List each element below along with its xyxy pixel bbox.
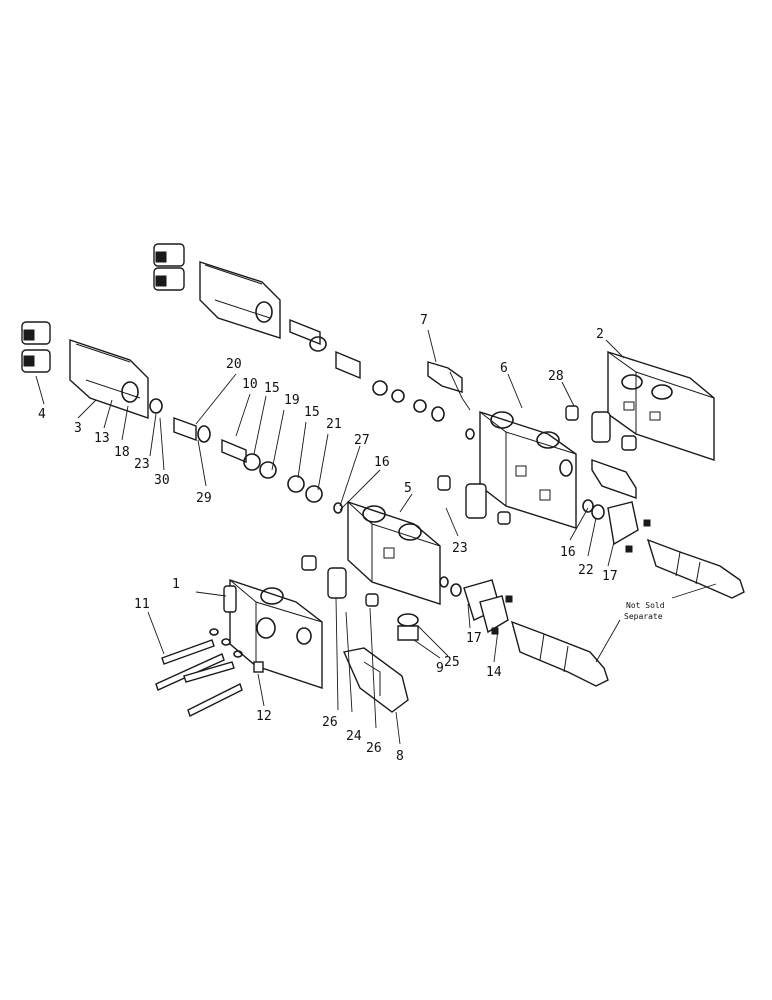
- part-9-plug: [397, 613, 419, 641]
- note-leader-lower: [595, 619, 621, 663]
- lower-spool: [439, 576, 609, 687]
- callout-29: 29: [196, 491, 212, 506]
- callout-30: 30: [154, 473, 170, 488]
- callout-27: 27: [354, 433, 370, 448]
- callout-15b: 15: [304, 405, 320, 420]
- part-23-seals: [437, 475, 511, 525]
- lower-rear-spool-assembly: [21, 321, 343, 514]
- part-11-bolts: [155, 628, 243, 717]
- callout-21: 21: [326, 417, 342, 432]
- note-leader-upper: [671, 583, 717, 599]
- callout-28: 28: [548, 369, 564, 384]
- callout-12: 12: [256, 709, 272, 724]
- callout-26b: 26: [366, 741, 382, 756]
- callout-2: 2: [596, 327, 604, 342]
- lower-seals-and-spool: [301, 555, 409, 713]
- callout-7: 7: [420, 313, 428, 328]
- callout-24: 24: [346, 729, 362, 744]
- callout-4: 4: [38, 407, 46, 422]
- note-separate: Separate: [624, 612, 663, 621]
- callout-13: 13: [94, 431, 110, 446]
- callout-1: 1: [172, 577, 180, 592]
- leader-lines: [35, 329, 625, 745]
- part-7-plug: [427, 361, 471, 411]
- callout-23b: 23: [134, 457, 150, 472]
- callout-16b: 16: [560, 545, 576, 560]
- part-5-valve-section: [347, 501, 441, 605]
- upper-rear-spool-assembly: [153, 243, 475, 440]
- callout-10: 10: [242, 377, 258, 392]
- callout-15a: 15: [264, 381, 280, 396]
- callout-14: 14: [486, 665, 502, 680]
- part-28-seals: [565, 405, 637, 451]
- callout-20: 20: [226, 357, 242, 372]
- note-not-sold: Not Sold: [626, 601, 665, 610]
- callout-17a: 17: [466, 631, 482, 646]
- upper-spool-extension: [582, 459, 745, 599]
- callout-9: 9: [436, 661, 444, 676]
- callout-17b: 17: [602, 569, 618, 584]
- part-1-inlet-section: [223, 579, 323, 689]
- callout-3: 3: [74, 421, 82, 436]
- callout-16a: 16: [374, 455, 390, 470]
- callout-5: 5: [404, 481, 412, 496]
- callout-18: 18: [114, 445, 130, 460]
- part-12-nut: [253, 661, 264, 673]
- callout-6: 6: [500, 361, 508, 376]
- callout-8: 8: [396, 749, 404, 764]
- callout-19: 19: [284, 393, 300, 408]
- callout-11: 11: [134, 597, 150, 612]
- callout-22: 22: [578, 563, 594, 578]
- part-6-valve-section: [479, 411, 577, 529]
- callout-23a: 23: [452, 541, 468, 556]
- callout-25: 25: [444, 655, 460, 670]
- callout-26a: 26: [322, 715, 338, 730]
